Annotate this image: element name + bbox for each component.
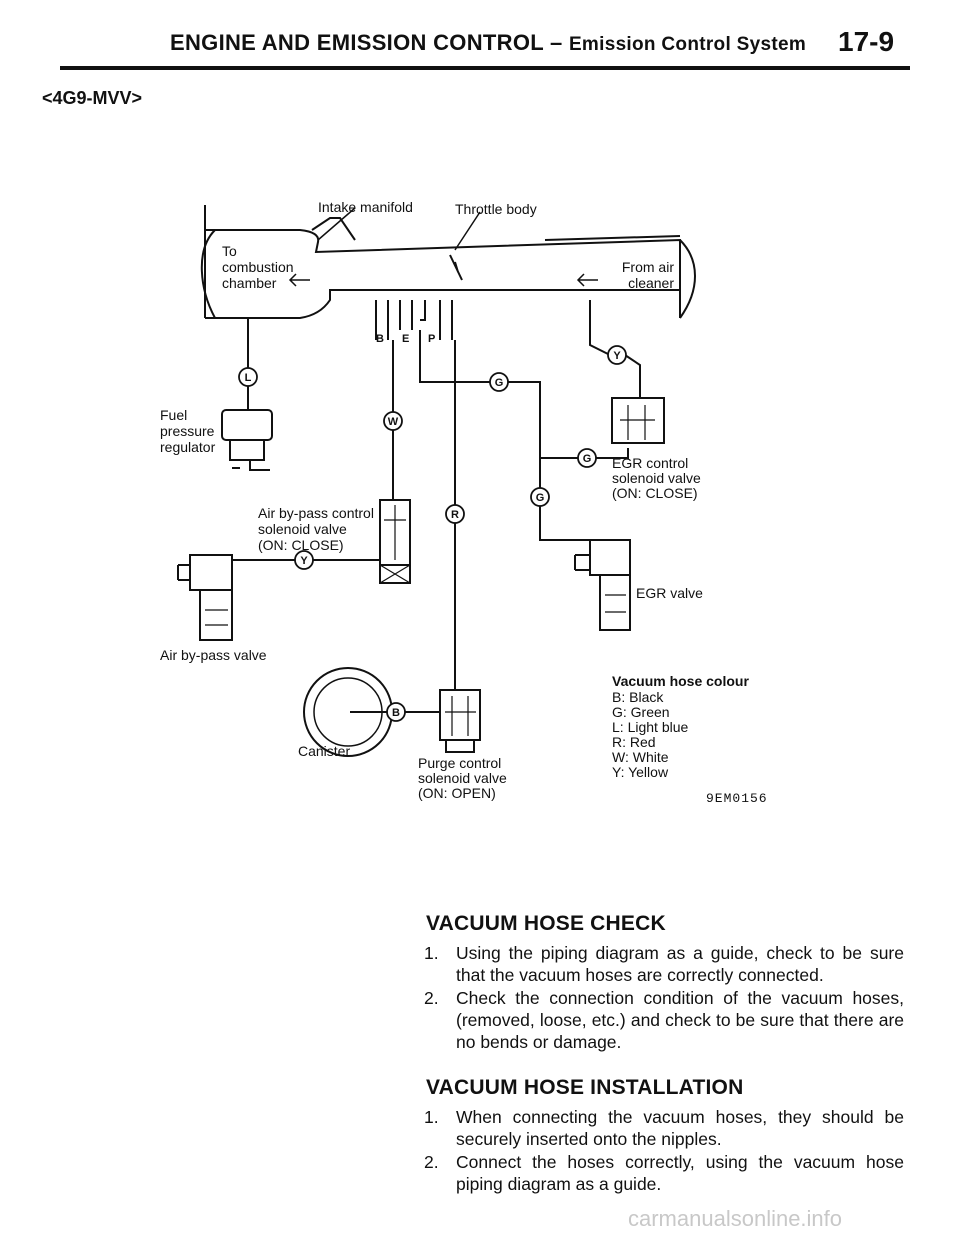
vacuum-hose-piping-diagram: L W R G G G Y Y B Intake manifold Thrott… [160,199,768,806]
hose-tag-l: L [238,367,258,387]
hose-tag-b: B [386,702,406,722]
label-fuel: Fuel [160,407,187,423]
section-vacuum-hose-check: VACUUM HOSE CHECK 1. Using the piping di… [424,912,904,1054]
svg-text:Y: Y [300,555,308,567]
legend-item: G: Green [612,704,670,720]
label-purge-solenoid-2: solenoid valve [418,770,507,786]
label-purge-solenoid-1: Purge control [418,755,501,771]
list-item: 2. Connect the hoses correctly, using th… [424,1152,904,1194]
label-air-bypass-solenoid-3: (ON: CLOSE) [258,537,344,553]
header-divider [60,66,910,70]
hose-tag-g-mid: G [577,448,597,468]
legend-item: R: Red [612,734,656,750]
label-canister: Canister [298,743,350,759]
label-air-bypass-solenoid-2: solenoid valve [258,521,347,537]
hose-tag-r: R [445,504,465,524]
hose-tag-w: W [383,411,403,431]
model-code: <4G9-MVV> [42,88,143,108]
section-heading: VACUUM HOSE INSTALLATION [426,1076,744,1099]
port-e: E [402,333,409,345]
label-combustion: combustion [222,259,294,275]
port-b: B [376,333,384,345]
figure-code: 9EM0156 [706,791,768,806]
svg-text:G: G [536,492,545,504]
label-egr-solenoid-3: (ON: CLOSE) [612,485,698,501]
label-throttle-body: Throttle body [455,201,537,217]
header-title-sub: Emission Control System [568,34,807,55]
label-from-air: From air [622,259,674,275]
port-p: P [428,333,435,345]
svg-text:Y: Y [613,350,621,362]
svg-text:B: B [392,707,400,719]
legend-item: Y: Yellow [612,764,669,780]
legend-item: L: Light blue [612,719,688,735]
svg-text:R: R [451,509,459,521]
svg-text:W: W [388,416,399,428]
hose-tag-g-low: G [530,487,550,507]
list-item: 1. Using the piping diagram as a guide, … [424,943,904,985]
label-egr-solenoid-2: solenoid valve [612,470,701,486]
page-header-title: ENGINE AND EMISSION CONTROL – Emission C… [170,30,806,56]
label-chamber: chamber [222,275,277,291]
list-item: 1. When connecting the vacuum hoses, the… [424,1107,904,1149]
section-vacuum-hose-installation: VACUUM HOSE INSTALLATION 1. When connect… [424,1076,904,1196]
intake-manifold-outline [204,205,681,318]
label-cleaner: cleaner [628,275,674,291]
label-regulator: regulator [160,439,216,455]
label-air-bypass-valve: Air by-pass valve [160,647,267,663]
label-purge-solenoid-3: (ON: OPEN) [418,785,496,801]
header-title-main: ENGINE AND EMISSION CONTROL – [170,30,563,55]
svg-text:L: L [245,372,252,384]
label-pressure: pressure [160,423,215,439]
label-intake-manifold: Intake manifold [318,199,413,215]
section-heading: VACUUM HOSE CHECK [426,912,666,935]
label-egr-solenoid-1: EGR control [612,455,688,471]
watermark: carmanualsonline.info [628,1206,843,1231]
svg-text:G: G [495,377,504,389]
page-number: 17-9 [838,26,895,57]
label-to: To [222,243,237,259]
legend-title: Vacuum hose colour [612,673,749,689]
legend-item: B: Black [612,689,664,705]
label-air-bypass-solenoid-1: Air by-pass control [258,505,374,521]
hose-tag-y-left: Y [294,550,314,570]
svg-text:G: G [583,453,592,465]
list-item: 2. Check the connection condition of the… [424,988,904,1052]
legend-item: W: White [612,749,669,765]
label-egr-valve: EGR valve [636,585,703,601]
hose-tag-y-right: Y [607,345,627,365]
hose-tag-g-top: G [489,372,509,392]
